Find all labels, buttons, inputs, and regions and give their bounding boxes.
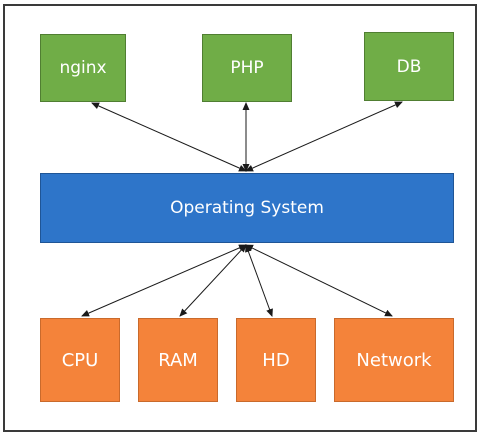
operating-system-label: Operating System <box>170 198 324 218</box>
db-label: DB <box>396 56 422 77</box>
nginx-label: nginx <box>59 58 107 78</box>
operating-system-box: Operating System <box>40 173 454 243</box>
nginx-box: nginx <box>40 34 126 102</box>
php-box: PHP <box>202 34 292 102</box>
cpu-box: CPU <box>40 318 120 402</box>
hd-box: HD <box>236 318 316 402</box>
db-box: DB <box>364 32 454 101</box>
ram-label: RAM <box>158 349 198 371</box>
cpu-label: CPU <box>61 349 99 371</box>
network-box: Network <box>334 318 454 402</box>
hd-label: HD <box>262 349 290 371</box>
network-label: Network <box>356 349 432 371</box>
php-label: PHP <box>230 58 264 78</box>
ram-box: RAM <box>138 318 218 402</box>
